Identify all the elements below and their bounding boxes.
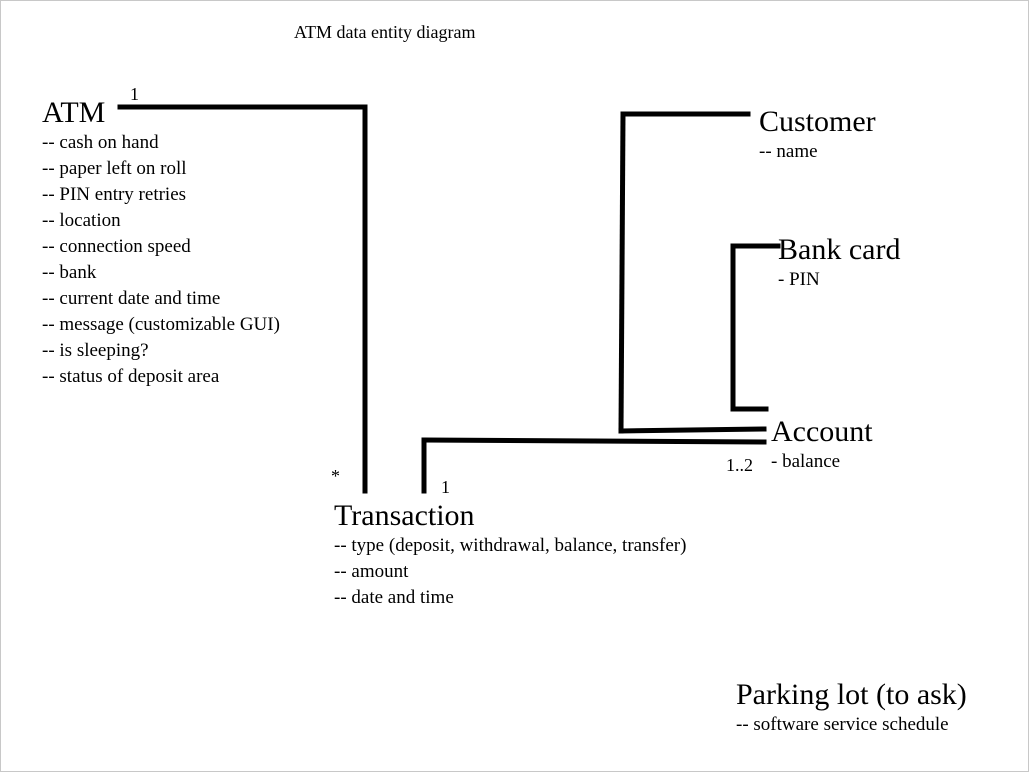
entity-name: Customer xyxy=(759,105,876,138)
note-title: Parking lot (to ask) xyxy=(736,678,967,711)
connector-customer-account xyxy=(618,111,767,434)
attribute: -- paper left on roll xyxy=(42,158,187,179)
entity-transaction: Transaction -- type (deposit, withdrawal… xyxy=(334,499,686,611)
attribute-list: -- software service schedule xyxy=(736,712,967,738)
attribute: - balance xyxy=(771,451,841,472)
attribute: -- is sleeping? xyxy=(42,340,149,361)
connector-segment xyxy=(618,111,626,434)
multiplicity-transaction-atm-end: * xyxy=(331,466,340,486)
attribute-list: - balance xyxy=(771,449,873,475)
attribute: -- software service schedule xyxy=(736,714,949,735)
multiplicity-transaction-account-end: 1 xyxy=(441,477,450,497)
attribute: -- connection speed xyxy=(42,236,191,257)
attribute: -- location xyxy=(42,210,121,231)
connector-bankcard-account xyxy=(730,243,781,412)
entity-name: ATM xyxy=(42,96,106,129)
attribute: -- amount xyxy=(334,561,409,582)
entity-name: Account xyxy=(771,415,873,448)
parking-lot-note: Parking lot (to ask) -- software service… xyxy=(736,678,967,738)
entity-name: Transaction xyxy=(334,499,475,532)
attribute: -- current date and time xyxy=(42,288,221,309)
attribute: - PIN xyxy=(778,269,820,290)
connector-segment xyxy=(618,426,767,434)
attribute: -- type (deposit, withdrawal, balance, t… xyxy=(334,535,687,556)
entity-name: Bank card xyxy=(778,233,901,266)
attribute: -- date and time xyxy=(334,587,454,608)
connector-transaction-account xyxy=(421,437,767,494)
attribute: -- PIN entry retries xyxy=(42,184,187,205)
entity-atm: ATM -- cash on hand -- paper left on rol… xyxy=(42,96,280,390)
attribute-list: -- cash on hand -- paper left on roll --… xyxy=(42,130,280,390)
attribute-list: -- name xyxy=(759,139,876,165)
attribute: -- bank xyxy=(42,262,97,283)
multiplicity-account-end: 1..2 xyxy=(726,455,753,475)
attribute: -- message (customizable GUI) xyxy=(42,314,280,335)
attribute-list: -- type (deposit, withdrawal, balance, t… xyxy=(334,533,686,611)
entity-account: Account - balance xyxy=(771,415,873,475)
entity-customer: Customer -- name xyxy=(759,105,876,165)
attribute-list: - PIN xyxy=(778,267,900,293)
connector-segment xyxy=(421,437,767,445)
attribute: -- status of deposit area xyxy=(42,366,220,387)
attribute: -- name xyxy=(759,141,818,162)
diagram-title: ATM data entity diagram xyxy=(294,22,476,42)
entity-bank-card: Bank card - PIN xyxy=(778,233,900,293)
connector-atm-transaction xyxy=(117,104,368,494)
attribute: -- cash on hand xyxy=(42,132,159,153)
multiplicity-atm-end: 1 xyxy=(130,84,139,104)
